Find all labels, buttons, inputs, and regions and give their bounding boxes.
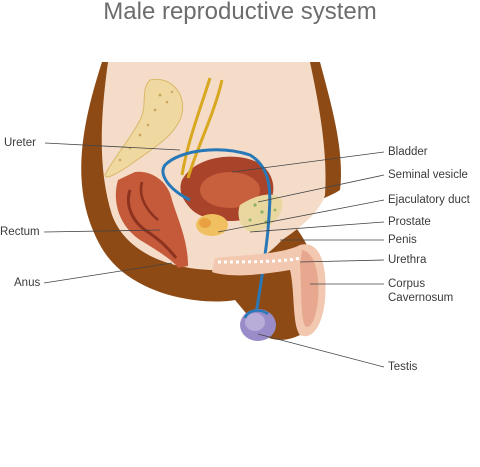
penis-shape (212, 244, 326, 337)
label-ejaculatory-duct: Ejaculatory duct (388, 194, 470, 206)
leader-anus (43, 262, 173, 284)
leader-urethra (299, 259, 385, 263)
rectum-shape (115, 171, 188, 268)
leader-bladder (231, 151, 385, 173)
leader-prostate (249, 221, 385, 233)
ureter-line (180, 77, 212, 176)
label-bladder: Bladder (388, 146, 428, 158)
label-rectum: Rectum (0, 226, 40, 238)
leader-testis (257, 333, 385, 368)
leader-ejaculatory-duct (217, 199, 385, 233)
label-corpus-line2: Cavernosum (388, 292, 454, 304)
label-prostate: Prostate (388, 216, 431, 228)
label-urethra: Urethra (388, 254, 427, 266)
label-anus: Anus (14, 277, 41, 289)
label-testis: Testis (388, 361, 418, 373)
label-corpus-line1: Corpus (388, 278, 426, 290)
leader-rectum (43, 229, 161, 233)
leader-seminal-vesicle (257, 174, 385, 203)
corpus-cavernosum-shape (300, 250, 319, 327)
leader-lines (43, 142, 385, 368)
sacrum (104, 78, 184, 178)
seminal-vesicle-shape (238, 194, 283, 232)
label-seminal-vesicle: Seminal vesicle (388, 169, 468, 181)
label-penis: Penis (388, 234, 417, 246)
diagram-title: Male reproductive system (103, 0, 377, 25)
leader-ureter (44, 142, 181, 151)
sacrum-texture (118, 90, 174, 162)
label-ureter: Ureter (4, 137, 36, 149)
